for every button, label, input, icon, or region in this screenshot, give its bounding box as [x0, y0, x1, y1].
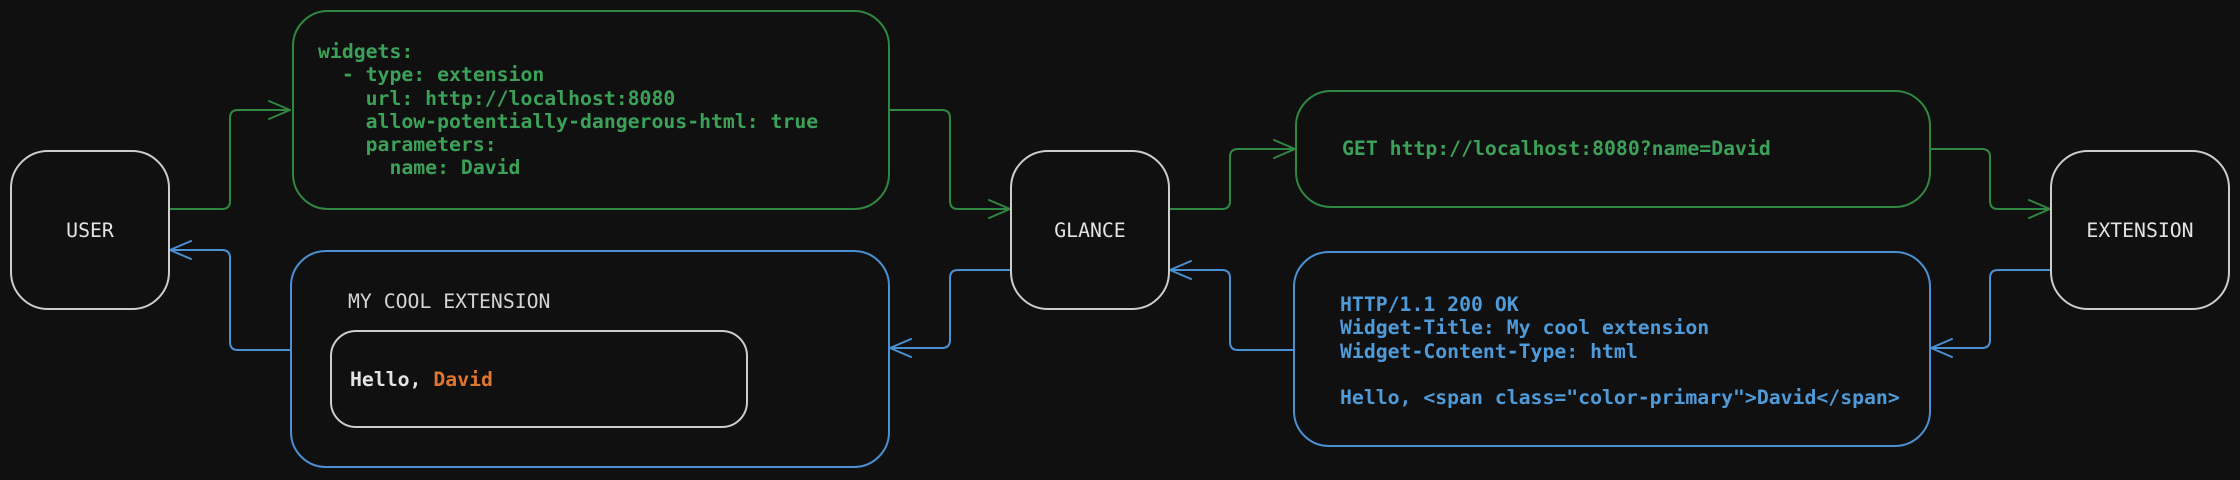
connector-widget-to-user — [169, 249, 291, 351]
widget-title: MY COOL EXTENSION — [348, 290, 551, 313]
arrowhead-widget-to-user — [169, 240, 192, 260]
extension-node-label: EXTENSION — [2086, 218, 2194, 242]
get-request-box: GET http://localhost:8080?name=David — [1295, 90, 1931, 208]
extension-node: EXTENSION — [2050, 150, 2230, 310]
arrowhead-response-to-glance — [1169, 260, 1192, 280]
connector-user-to-config — [169, 109, 291, 210]
glance-node: GLANCE — [1010, 150, 1170, 310]
arrowhead-request-to-extension — [2028, 199, 2051, 219]
greeting-prefix: Hello, — [350, 367, 434, 391]
arrowhead-extension-to-response — [1930, 338, 1953, 358]
connector-response-to-glance — [1169, 269, 1294, 351]
http-response-code: HTTP/1.1 200 OK Widget-Title: My cool ex… — [1340, 293, 1900, 410]
arrowhead-glance-to-widget — [889, 338, 912, 358]
glance-node-label: GLANCE — [1054, 218, 1126, 242]
connector-extension-to-response — [1930, 269, 2051, 349]
connector-glance-to-widget — [889, 269, 1011, 349]
user-node: USER — [10, 150, 170, 310]
arrowhead-glance-to-request — [1273, 139, 1296, 159]
arrowhead-user-to-config — [268, 100, 291, 120]
get-request-code: GET http://localhost:8080?name=David — [1342, 137, 1771, 161]
config-yaml-box: widgets: - type: extension url: http://l… — [292, 10, 890, 210]
user-node-label: USER — [66, 218, 114, 242]
widget-greeting-box: Hello, David — [330, 330, 748, 428]
connector-config-to-glance — [889, 109, 1011, 210]
config-yaml-code: widgets: - type: extension url: http://l… — [318, 40, 819, 180]
widget-preview-box: MY COOL EXTENSION Hello, David — [290, 250, 890, 468]
arrowhead-config-to-glance — [988, 199, 1011, 219]
greeting-name: David — [433, 367, 493, 391]
greeting-text: Hello, David — [350, 368, 493, 391]
connector-request-to-extension — [1930, 148, 2051, 210]
connector-glance-to-request — [1169, 148, 1296, 210]
http-response-box: HTTP/1.1 200 OK Widget-Title: My cool ex… — [1293, 251, 1931, 447]
